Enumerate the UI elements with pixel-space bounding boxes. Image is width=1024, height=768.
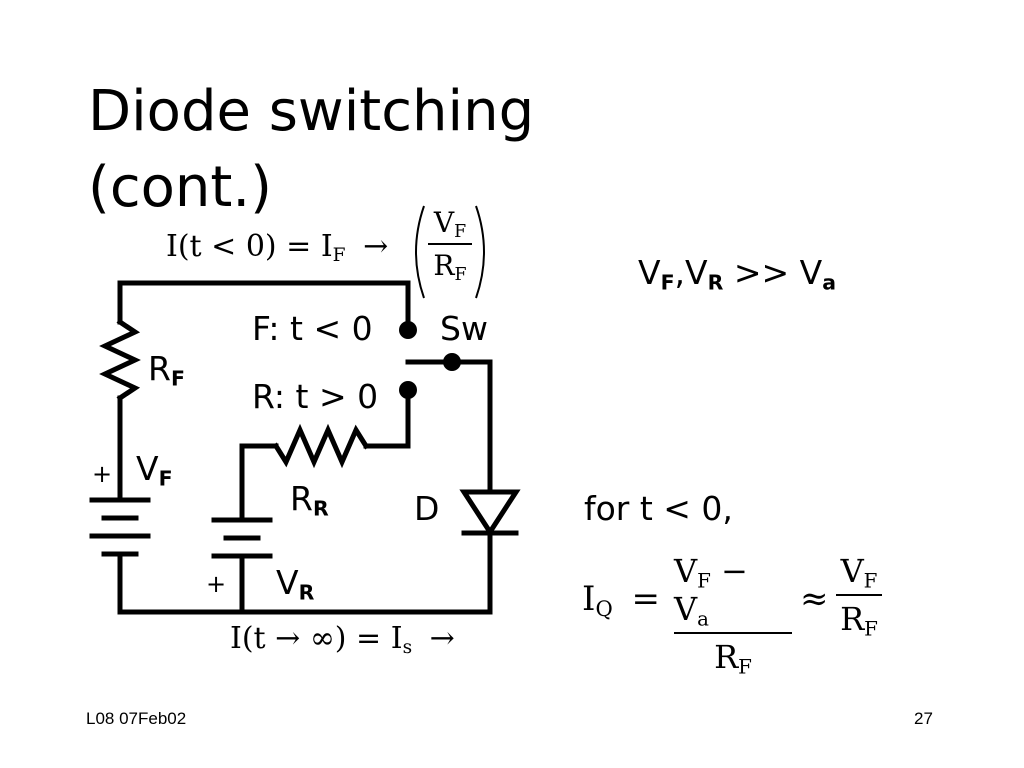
eq-iq: IQ =	[582, 579, 661, 621]
frac-iq-exact: VF − Va RF	[674, 552, 792, 676]
label-vr: VR	[276, 563, 315, 605]
fraction-bar	[674, 632, 792, 634]
label-switch-f: F: t < 0	[252, 309, 373, 348]
label-switch-r: R: t > 0	[252, 377, 379, 416]
page-number: 27	[914, 709, 933, 728]
label-rf: RF	[148, 349, 185, 391]
label-vf: VF	[136, 449, 173, 491]
eq-current-after: I(t → ∞) = Is →	[230, 621, 455, 659]
label-switch: Sw	[440, 309, 488, 348]
switch-pivot	[443, 353, 461, 371]
eq-for-text: for t < 0,	[584, 489, 733, 528]
fraction-bar	[428, 243, 472, 245]
switch-contact-f	[399, 321, 417, 339]
paren-right	[475, 205, 485, 299]
frac-vf-over-rf: VF RF	[428, 206, 472, 283]
paren-left	[415, 205, 425, 299]
slide-title-line1: Diode switching	[88, 79, 535, 144]
label-diode: D	[414, 489, 440, 528]
switch-contact-r	[399, 381, 417, 399]
eq-current-before: I(t < 0) = IF →	[166, 229, 389, 267]
footer-date: L08 07Feb02	[86, 709, 187, 728]
frac-iq-approx: VF RF	[836, 552, 882, 638]
approx-sign: ≈	[800, 579, 829, 619]
label-rr: RR	[290, 479, 329, 521]
resistor-rf	[99, 318, 141, 402]
plus-vf: +	[92, 460, 113, 488]
plus-vr: +	[206, 570, 227, 598]
slide-title-line2: (cont.)	[88, 155, 272, 220]
eq-condition: VF,VR >> Va	[638, 253, 837, 295]
diode-triangle	[459, 489, 521, 537]
fraction-bar	[836, 594, 882, 596]
resistor-rr	[272, 423, 370, 469]
